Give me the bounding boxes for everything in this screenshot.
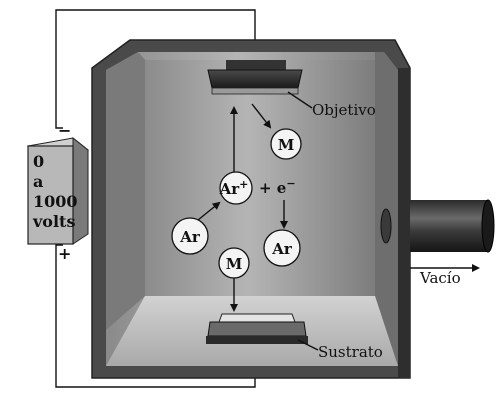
arrow-ar-to-ion (197, 201, 221, 221)
particle-m-top (270, 128, 302, 160)
particle-ar-left (171, 217, 209, 255)
particles: M Ar+ + e− Ar Ar M (171, 128, 302, 279)
vacuum-label: Vacío (419, 269, 461, 287)
vacuum-port-opening (380, 208, 392, 244)
voltage-label-line3: 1000 (33, 192, 78, 211)
vacuum-label-group: Vacío (410, 264, 480, 287)
voltage-label-line4: volts (32, 212, 75, 231)
particle-ar-right (263, 229, 301, 267)
vacuum-tube (410, 199, 495, 253)
target-electrode (207, 60, 303, 95)
particle-m-bottom (218, 247, 250, 279)
svg-text:Ar+: Ar+ (219, 178, 249, 198)
ar-ion-charge: + (239, 178, 248, 191)
svg-text:M: M (226, 255, 243, 273)
ar-ion-label: Ar (219, 180, 241, 198)
sustrato-leader (297, 339, 319, 351)
plus-terminal-label: + (58, 244, 71, 263)
power-supply: 0 a 1000 volts − + (26, 121, 90, 263)
svg-text:Ar: Ar (271, 240, 293, 258)
substrate-holder (206, 313, 308, 344)
svg-text:Ar: Ar (179, 228, 201, 246)
svg-text:M: M (278, 136, 295, 154)
vacuum-chamber (91, 39, 411, 379)
target-label: Objetivo (312, 101, 376, 119)
objetivo-leader (287, 91, 313, 109)
electron-charge: − (286, 177, 295, 190)
minus-terminal-label: − (58, 121, 71, 140)
svg-text:+ e−: + e− (259, 177, 296, 197)
electron-label: + e (259, 179, 286, 197)
arrow-target-to-m (251, 103, 272, 129)
particle-ar-ion (219, 171, 253, 205)
voltage-label-line1: 0 (33, 152, 44, 171)
substrate-label: Sustrato (318, 343, 383, 361)
voltage-label-line2: a (33, 172, 43, 191)
arrows (197, 91, 319, 351)
